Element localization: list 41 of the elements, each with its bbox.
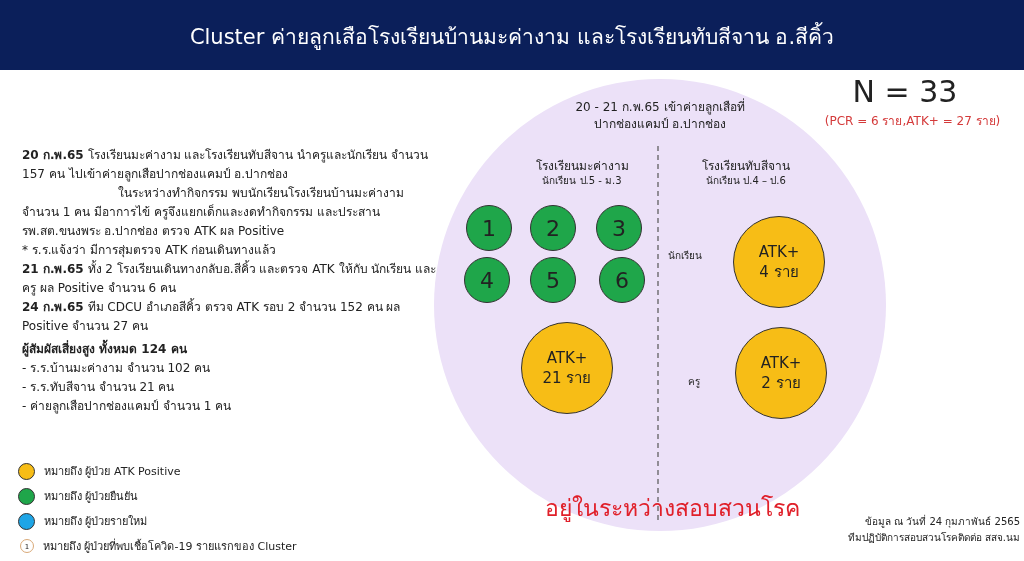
case-circle bbox=[466, 205, 512, 251]
timeline-note: ในระหว่างทำกิจกรรม พบนักเรียนโรงเรียนบ้านมะค่างาม จำนวน 1 คน มีอาการไข้ ครูจึงแยกเด็กและงดทำกิจกรรม และประสาน รพ.สต.ขนงพระ อ.ปากช่อง ตรวจ ATK ผล Positive bbox=[22, 185, 405, 240]
circle-label: ATK+ 21 ราย bbox=[541, 348, 593, 388]
legend-text: หมายถึง ผู้ป่วยที่พบเชื้อโควิด-19 รายแรกของ Cluster bbox=[43, 537, 297, 555]
case-circle bbox=[464, 257, 510, 303]
case-circle bbox=[530, 257, 576, 303]
circle-label: 4 bbox=[480, 267, 494, 293]
case-circle bbox=[599, 257, 645, 303]
legend-text: หมายถึง ผู้ป่วยยืนยัน bbox=[44, 489, 139, 505]
total-count: N = 33 bbox=[851, 73, 959, 111]
source-note: ข้อมูล ณ วันที่ 24 กุมภาพันธ์ 2565 bbox=[863, 514, 1020, 530]
legend-text: หมายถึง ผู้ป่วย ATK Positive bbox=[44, 464, 181, 480]
circle-label: 2 bbox=[546, 215, 560, 241]
school-subheading: นักเรียน ป.4 – ป.6 bbox=[705, 174, 787, 188]
circle-label: 6 bbox=[615, 267, 629, 293]
row-label: ครู bbox=[688, 375, 701, 390]
circle-label: ATK+ 2 ราย bbox=[759, 353, 803, 393]
contacts-item: - ค่ายลูกเสือปากช่องแคมป์ จำนวน 1 คน bbox=[22, 398, 233, 416]
timeline-note: 20 ก.พ.65 โรงเรียนมะค่างาม และโรงเรียนทับสีจาน นำครูและนักเรียน จำนวน 157 คน ไปเข้าค่ายลูกเสือปากช่องแคมป์ อ.ปากช่อง bbox=[22, 147, 429, 184]
timeline-note: 24 ก.พ.65 ทีม CDCU อำเภอสีคิ้ว ตรวจ ATK รอบ 2 จำนวน 152 คน ผล Positive จำนวน 27 คน bbox=[22, 298, 402, 335]
case-circle bbox=[530, 205, 576, 251]
circle-label: 5 bbox=[546, 267, 560, 293]
count-breakdown: (PCR = 6 ราย,ATK+ = 27 ราย) bbox=[823, 113, 1002, 130]
legend-text: หมายถึง ผู้ป่วยรายใหม่ bbox=[44, 514, 148, 530]
school-heading: โรงเรียนทับสีจาน bbox=[701, 158, 791, 175]
circle-label: 3 bbox=[612, 215, 626, 241]
source-note: ทีมปฏิบัติการสอบสวนโรคติดต่อ สสจ.นม bbox=[846, 531, 1020, 545]
circle-label: 1 bbox=[482, 215, 496, 241]
contacts-heading: ผู้สัมผัสเสี่ยงสูง ทั้งหมด 124 คน bbox=[22, 340, 442, 359]
status-note: อยู่ในระหว่างสอบสวนโรค bbox=[545, 494, 801, 524]
timeline-note: * ร.ร.แจ้งว่า มีการสุ่มตรวจ ATK ก่อนเดินทางแล้ว bbox=[22, 242, 278, 260]
case-circle bbox=[596, 205, 642, 251]
title: Cluster ค่ายลูกเสือโรงเรียนบ้านมะค่างาม และโรงเรียนทับสีจาน อ.สีคิ้ว bbox=[0, 20, 1024, 53]
timeline-note: 21 ก.พ.65 ทั้ง 2 โรงเรียนเดินทางกลับอ.สีคิ้ว และตรวจ ATK ให้กับ นักเรียน และครู ผล Positive จำนวน 6 คน bbox=[22, 260, 438, 298]
contacts-item: - ร.ร.ทับสีจาน จำนวน 21 คน bbox=[22, 379, 176, 396]
school-subheading: นักเรียน ป.5 - ม.3 bbox=[541, 174, 623, 188]
circle-heading: 20 - 21 ก.พ.65 เข้าค่ายลูกเสือที่ปากช่องแคมป์ อ.ปากช่อง bbox=[574, 99, 746, 133]
row-label: นักเรียน bbox=[668, 249, 703, 263]
circle-label: ATK+ 4 ราย bbox=[757, 242, 801, 282]
school-heading: โรงเรียนมะค่างาม bbox=[534, 158, 630, 175]
contacts-item: - ร.ร.บ้านมะค่างาม จำนวน 102 คน bbox=[22, 360, 212, 377]
